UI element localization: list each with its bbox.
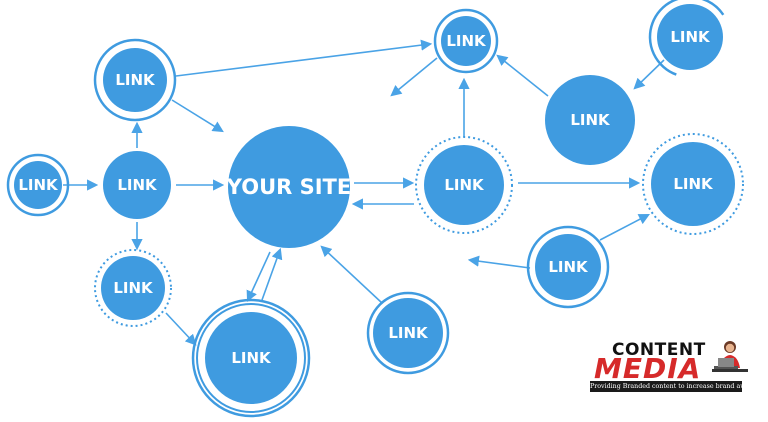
node-label: LINK — [570, 111, 611, 129]
content-media-logo: CONTENT MEDIA Providing Branded content … — [590, 338, 768, 396]
logo-tagline: Providing Branded content to increase br… — [590, 381, 768, 392]
node-label: LINK — [117, 176, 158, 194]
node-circle — [535, 234, 601, 300]
node-label: LINK — [444, 176, 485, 194]
node-circle — [441, 16, 491, 66]
arrow-bottom-mid-to-your-site — [320, 245, 383, 304]
arrow-bottom-right-to-right — [599, 213, 650, 241]
arrow-top-left-to-your-site — [171, 99, 224, 133]
node-circle — [205, 312, 297, 404]
node-link-right: LINK — [642, 133, 744, 235]
node-circle — [424, 145, 504, 225]
arrow-top-left-to-top-center — [175, 39, 433, 77]
node-circle — [101, 256, 165, 320]
node-your-site: YOUR SITE — [226, 126, 351, 248]
node-circle — [228, 126, 350, 248]
node-circle — [103, 151, 171, 219]
node-label: LINK — [388, 324, 429, 342]
node-ring — [526, 225, 610, 309]
person-with-laptop-icon — [712, 341, 748, 372]
node-ring-inner — [196, 303, 306, 413]
node-circle — [103, 48, 167, 112]
node-ring — [6, 153, 70, 217]
arrow-your-site-to-bottom-center — [246, 251, 271, 303]
node-link-top-left: LINK — [93, 38, 177, 122]
arrow-bottom-center-to-your-site — [261, 247, 283, 301]
node-link-bottom-mid: LINK — [366, 291, 450, 375]
node-label: LINK — [446, 32, 487, 50]
node-ring — [94, 249, 172, 327]
node-link-hub-left: LINK — [103, 151, 171, 219]
logo-line-1: CONTENT — [612, 340, 706, 360]
node-circle — [651, 142, 735, 226]
node-link-far-left: LINK — [6, 153, 70, 217]
node-label: YOUR SITE — [226, 175, 351, 199]
node-ring — [433, 8, 499, 74]
arrow-top-right-large-to-top-center — [496, 54, 549, 97]
node-ring — [642, 133, 744, 235]
node-link-hub-right: LINK — [415, 136, 513, 234]
node-link-top-right-large: LINK — [545, 75, 635, 165]
node-link-top-right-small: LINK — [648, 0, 732, 79]
node-ring — [415, 136, 513, 234]
node-label: LINK — [548, 258, 589, 276]
node-circle — [14, 161, 62, 209]
node-circle — [373, 298, 443, 368]
node-link-bottom-left: LINK — [94, 249, 172, 327]
node-ring — [93, 38, 177, 122]
arrow-top-center-to-left — [390, 57, 438, 97]
arrow-bottom-right-to-left — [467, 255, 531, 269]
node-label: LINK — [18, 176, 59, 194]
arrow-bottom-left-to-bottom-center — [165, 312, 197, 346]
node-ring — [191, 298, 311, 418]
node-label: LINK — [673, 175, 714, 193]
node-circle — [545, 75, 635, 165]
node-circle — [657, 4, 723, 70]
node-label: LINK — [115, 71, 156, 89]
node-link-top-center: LINK — [433, 8, 499, 74]
node-link-bottom-right: LINK — [526, 225, 610, 309]
node-label: LINK — [670, 28, 711, 46]
node-link-bottom-center: LINK — [191, 298, 311, 418]
arrow-top-right-small-to-large — [633, 59, 665, 90]
logo-line-2: MEDIA — [594, 352, 702, 385]
node-ring — [366, 291, 450, 375]
node-label: LINK — [231, 349, 272, 367]
node-label: LINK — [113, 279, 154, 297]
